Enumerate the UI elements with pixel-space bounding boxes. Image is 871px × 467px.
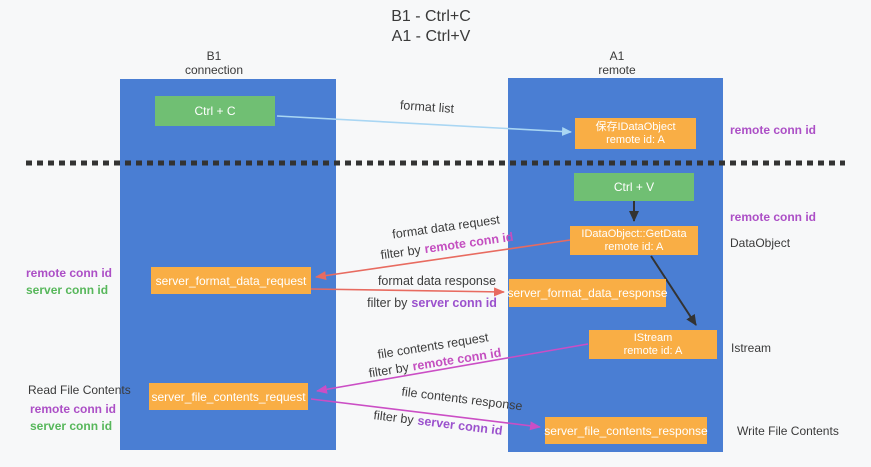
server-conn-id-ref: server conn id	[411, 296, 497, 310]
side-label-read-file-contents: Read File Contents	[28, 383, 131, 397]
node-istream: IStream remote id: A	[589, 330, 717, 359]
filter-prefix: filter by	[367, 296, 408, 310]
node-istream-line2: remote id: A	[623, 344, 683, 357]
node-istream-line1: IStream	[633, 331, 673, 344]
side-label-server-conn-id-left-1: server conn id	[26, 283, 109, 297]
node-ctrl-c: Ctrl + C	[155, 96, 275, 126]
lane-b1-role: connection	[184, 63, 244, 77]
page-title: B1 - Ctrl+C A1 - Ctrl+V	[391, 7, 471, 47]
node-server-file-contents-request-label: server_file_contents_request	[151, 389, 306, 404]
side-label-remote-conn-id-top-right: remote conn id	[730, 123, 817, 137]
node-save-idataobject: 保存IDataObject remote id: A	[575, 118, 696, 149]
node-ctrl-v-label: Ctrl + V	[613, 180, 655, 194]
arrow-format-data-response	[310, 287, 505, 297]
node-server-format-data-response: server_format_data_response	[507, 279, 668, 307]
title-line-2: A1 - Ctrl+V	[391, 28, 471, 45]
side-label-server-conn-id-left-2: server conn id	[30, 419, 113, 433]
arrow-file-contents-request	[316, 343, 589, 394]
arrow-format-data-request	[315, 239, 571, 281]
node-idataobject-getdata: IDataObject::GetData remote id: A	[570, 226, 698, 255]
arrow-format-list	[276, 115, 572, 137]
node-server-file-contents-response: server_file_contents_response	[544, 417, 708, 444]
node-server-format-data-request: server_format_data_request	[151, 267, 311, 294]
arrow-getdata-to-istream	[650, 255, 697, 326]
title-line-1: B1 - Ctrl+C	[391, 8, 471, 25]
node-ctrl-c-label: Ctrl + C	[194, 104, 236, 118]
lane-a1-role: remote	[598, 63, 636, 77]
node-save-idataobject-line1: 保存IDataObject	[595, 120, 676, 133]
side-label-remote-conn-id-left-2: remote conn id	[30, 402, 117, 416]
lane-header-b1: B1 connection	[185, 49, 243, 77]
node-server-file-contents-response-label: server_file_contents_response	[544, 423, 708, 438]
node-server-format-data-response-label: server_format_data_response	[507, 286, 668, 300]
lane-a1-name: A1	[609, 49, 625, 63]
node-getdata-line2: remote id: A	[604, 240, 664, 253]
node-server-format-data-request-label: server_format_data_request	[155, 273, 307, 288]
node-getdata-line1: IDataObject::GetData	[581, 227, 687, 240]
arrow-file-contents-response	[310, 398, 541, 431]
side-label-istream: Istream	[731, 341, 772, 355]
node-ctrl-v: Ctrl + V	[574, 173, 694, 201]
label-format-data-response: format data response	[377, 274, 497, 288]
side-label-dataobject: DataObject	[730, 236, 791, 250]
side-label-write-file-contents: Write File Contents	[737, 424, 839, 438]
node-save-idataobject-line2: remote id: A	[606, 133, 665, 146]
lane-header-a1: A1 remote	[598, 49, 635, 77]
side-label-remote-conn-id-mid-right: remote conn id	[730, 210, 817, 224]
lane-b1-name: B1	[206, 49, 222, 63]
side-label-remote-conn-id-left-1: remote conn id	[26, 266, 113, 280]
node-server-file-contents-request: server_file_contents_request	[149, 383, 308, 410]
